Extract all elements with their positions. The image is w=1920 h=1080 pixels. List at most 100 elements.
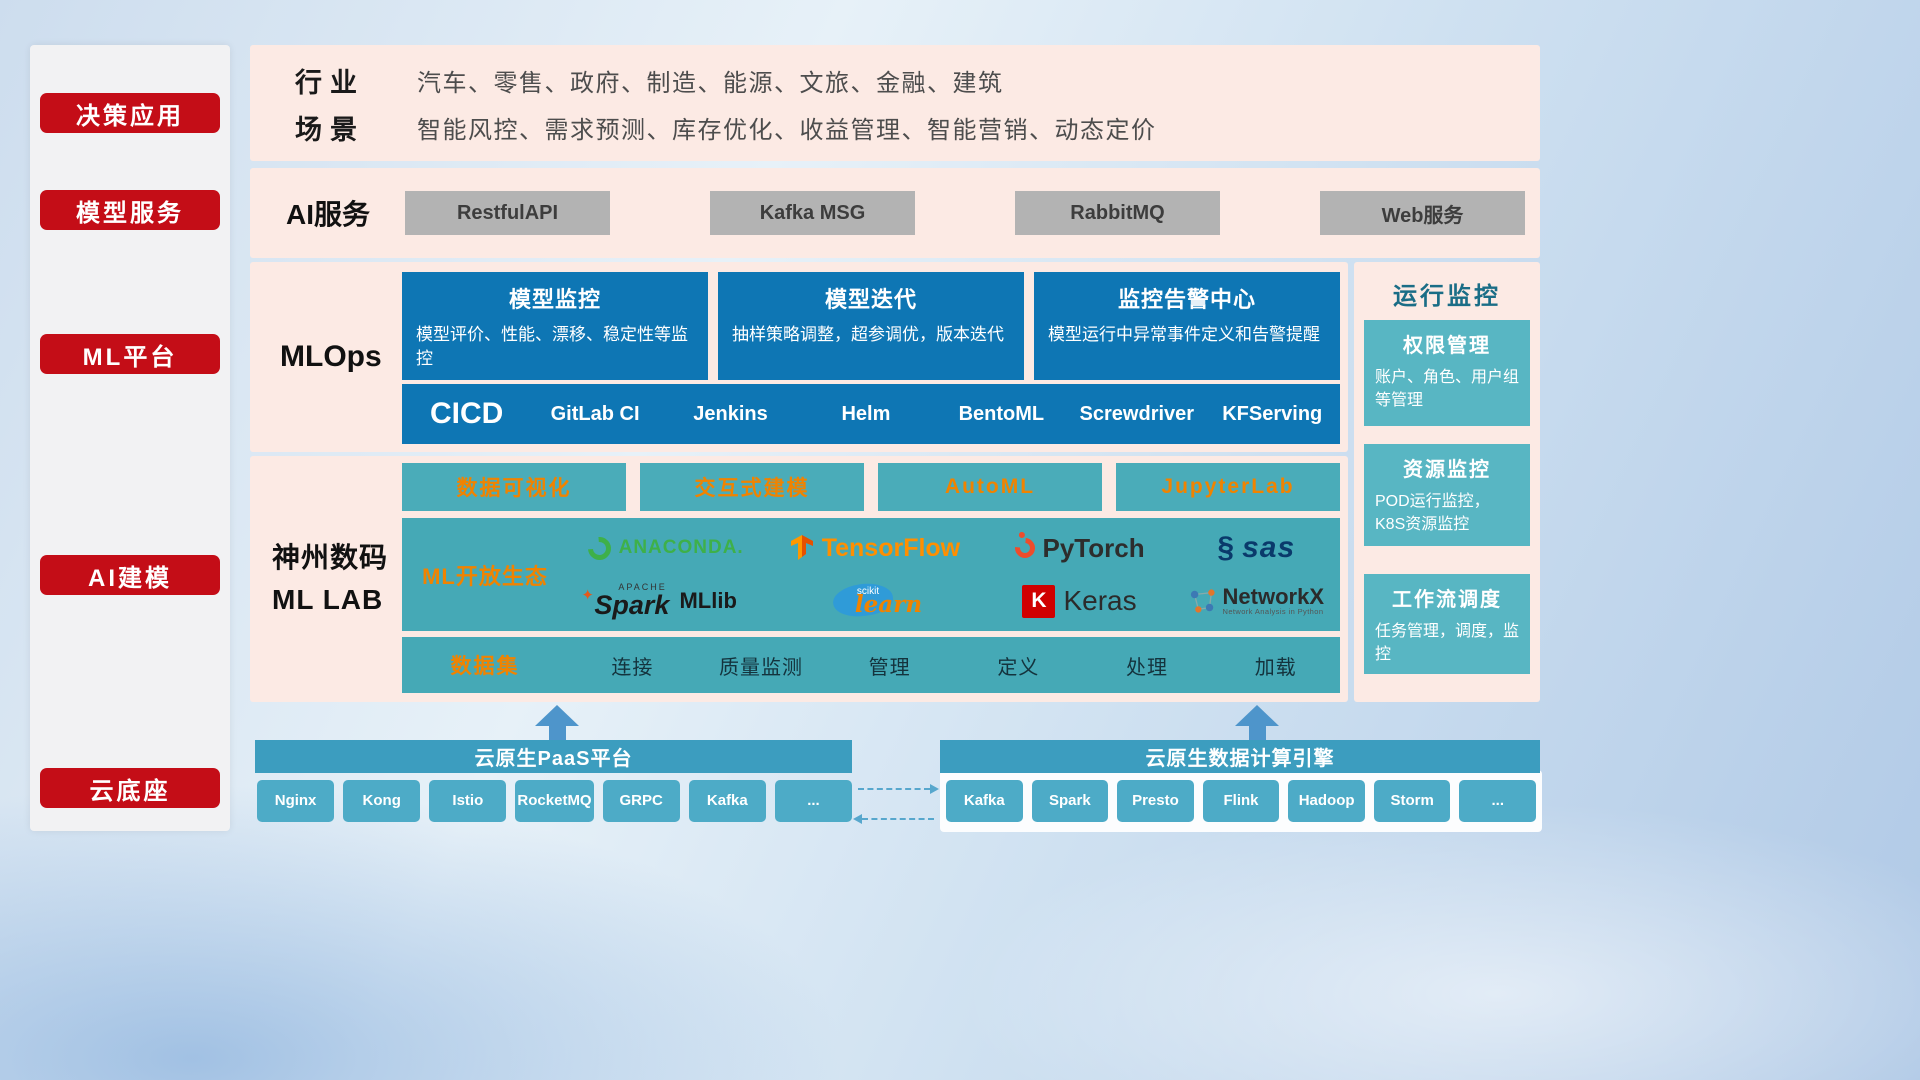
- mllab-label-line1: 神州数码: [272, 542, 389, 573]
- tensorflow-icon: [790, 535, 813, 560]
- runtime-monitor-title: 运行监控: [1393, 283, 1501, 310]
- dataset-label: 数据集: [450, 655, 520, 678]
- paas-item-istio[interactable]: Istio: [429, 780, 507, 822]
- tab-automl[interactable]: AutoML: [878, 463, 1102, 511]
- scikit-text: scikit: [856, 586, 880, 597]
- card-title: 资源监控: [1403, 459, 1491, 481]
- data-engine-bar: 云原生数据计算引擎: [940, 740, 1540, 773]
- ml-ecosystem-box: ML开放生态 ANACONDA. TensorFlow PyTorch: [402, 518, 1340, 631]
- kafka-msg-button[interactable]: Kafka MSG: [710, 191, 915, 235]
- paas-item-rocketmq[interactable]: RocketMQ: [515, 780, 594, 822]
- sas-logo: sas: [1173, 531, 1340, 565]
- restfulapi-button[interactable]: RestfulAPI: [405, 191, 610, 235]
- resource-monitoring-card: 资源监控 POD运行监控，K8S资源监控: [1364, 444, 1530, 546]
- tab-interactive-modeling[interactable]: 交互式建模: [640, 463, 864, 511]
- spark-mllib-logo: APACHE Spark MLlib: [568, 583, 763, 619]
- networkx-icon: [1190, 589, 1215, 613]
- up-arrow-stem: [549, 725, 566, 740]
- networkx-subtitle: Network Analysis in Python: [1222, 607, 1324, 617]
- mlops-label: MLOps: [280, 340, 382, 373]
- cicd-item-kfserving: KFServing: [1222, 403, 1323, 425]
- engine-item-hadoop[interactable]: Hadoop: [1288, 780, 1365, 822]
- industry-label: 行业: [295, 67, 365, 98]
- model-iteration-card: 模型迭代 抽样策略调整，超参调优，版本迭代: [718, 272, 1024, 380]
- card-desc: 模型运行中异常事件定义和告警提醒: [1048, 325, 1320, 344]
- card-desc: 模型评价、性能、漂移、稳定性等监控: [416, 325, 688, 368]
- paas-platform-bar: 云原生PaaS平台: [255, 740, 852, 773]
- up-arrow-stem: [1249, 725, 1266, 740]
- engine-item-more[interactable]: ...: [1459, 780, 1537, 822]
- paas-item-kong[interactable]: Kong: [343, 780, 421, 822]
- industry-list: 汽车、零售、政府、制造、能源、文旅、金融、建筑: [417, 69, 1004, 97]
- sidebar-item-ai-modeling[interactable]: AI建模: [40, 555, 220, 595]
- cicd-item-screwdriver: Screwdriver: [1079, 403, 1195, 425]
- card-desc: 抽样策略调整，超参调优，版本迭代: [732, 325, 1004, 344]
- engine-item-spark[interactable]: Spark: [1031, 780, 1109, 822]
- ai-service-label: AI服务: [286, 199, 371, 230]
- dataset-item-load: 加载: [1254, 656, 1297, 679]
- scenario-label: 场景: [295, 114, 365, 145]
- mllab-label-line2: ML LAB: [272, 584, 384, 615]
- up-arrow-icon: [535, 705, 579, 726]
- anaconda-icon: [582, 531, 616, 565]
- engine-item-kafka[interactable]: Kafka: [946, 780, 1023, 822]
- sidebar-item-model-service[interactable]: 模型服务: [40, 190, 220, 230]
- card-title: 模型监控: [508, 287, 601, 312]
- pytorch-text: PyTorch: [1042, 532, 1145, 563]
- card-title: 工作流调度: [1392, 589, 1502, 611]
- card-title: 权限管理: [1403, 335, 1491, 357]
- pytorch-logo: PyTorch: [987, 533, 1173, 564]
- dataset-item-define: 定义: [997, 656, 1040, 679]
- paas-item-nginx[interactable]: Nginx: [257, 780, 335, 822]
- tab-data-visualization[interactable]: 数据可视化: [402, 463, 626, 511]
- sas-text: sas: [1242, 531, 1296, 564]
- card-title: 模型迭代: [824, 287, 917, 312]
- paas-item-grpc[interactable]: GRPC: [602, 780, 680, 822]
- dashed-arrow-left-icon: [853, 814, 934, 824]
- runtime-monitor-panel: 运行监控 权限管理 账户、角色、用户组等管理 资源监控 POD运行监控，K8S资…: [1354, 262, 1540, 702]
- learn-text: learn: [854, 591, 923, 618]
- engine-item-storm[interactable]: Storm: [1373, 780, 1451, 822]
- networkx-text: NetworkX: [1222, 584, 1325, 610]
- cicd-item-gitlab-ci: GitLab CI: [550, 403, 640, 425]
- engine-item-presto[interactable]: Presto: [1117, 780, 1194, 822]
- dataset-bar: 数据集 连接 质量监测 管理 定义 处理 加载: [402, 637, 1340, 693]
- card-title: 监控告警中心: [1117, 287, 1256, 312]
- card-desc: 账户、角色、用户组等管理: [1375, 369, 1520, 410]
- mllib-text: MLlib: [679, 588, 737, 613]
- paas-item-kafka[interactable]: Kafka: [688, 780, 766, 822]
- keras-text: Keras: [1063, 585, 1137, 616]
- ecosystem-label: ML开放生态: [422, 563, 548, 589]
- keras-logo: K Keras: [987, 584, 1173, 618]
- sas-s-icon: [1217, 531, 1234, 565]
- tab-jupyterlab[interactable]: JupyterLab: [1116, 463, 1340, 511]
- mllab-panel: 神州数码 ML LAB 数据可视化 交互式建模 AutoML JupyterLa…: [250, 456, 1348, 702]
- ai-service-panel: AI服务 RestfulAPI Kafka MSG RabbitMQ Web服务: [250, 168, 1540, 258]
- web-service-button[interactable]: Web服务: [1320, 191, 1525, 235]
- alert-center-card: 监控告警中心 模型运行中异常事件定义和告警提醒: [1034, 272, 1340, 380]
- keras-icon: K: [1022, 584, 1056, 618]
- cicd-item-jenkins: Jenkins: [693, 403, 768, 425]
- dataset-item-process: 处理: [1126, 656, 1169, 679]
- model-monitoring-card: 模型监控 模型评价、性能、漂移、稳定性等监控: [402, 272, 708, 380]
- sidebar-item-cloud-base[interactable]: 云底座: [40, 768, 220, 808]
- up-arrow-icon: [1235, 705, 1279, 726]
- tensorflow-text: TensorFlow: [821, 533, 961, 562]
- sidebar-item-ml-platform[interactable]: ML平台: [40, 334, 220, 374]
- tensorflow-logo: TensorFlow: [763, 534, 986, 563]
- sidebar-item-decision-apps[interactable]: 决策应用: [40, 93, 220, 133]
- card-desc: 任务管理，调度，监控: [1375, 623, 1520, 664]
- engine-item-flink[interactable]: Flink: [1202, 780, 1280, 822]
- rabbitmq-button[interactable]: RabbitMQ: [1015, 191, 1220, 235]
- cicd-item-helm: Helm: [841, 403, 891, 425]
- scikit-learn-logo: scikit learn: [763, 578, 986, 624]
- paas-item-more[interactable]: ...: [774, 780, 853, 822]
- cicd-bar: CICD GitLab CI Jenkins Helm BentoML Scre…: [402, 384, 1340, 444]
- cicd-label: CICD: [430, 397, 504, 430]
- anaconda-logo: ANACONDA.: [568, 531, 763, 565]
- mlops-panel: MLOps 模型监控 模型评价、性能、漂移、稳定性等监控 模型迭代 抽样策略调整…: [250, 262, 1348, 452]
- permission-management-card: 权限管理 账户、角色、用户组等管理: [1364, 320, 1530, 426]
- spark-text: Spark: [581, 588, 669, 619]
- industry-panel: 行业 汽车、零售、政府、制造、能源、文旅、金融、建筑 场景 智能风控、需求预测、…: [250, 45, 1540, 161]
